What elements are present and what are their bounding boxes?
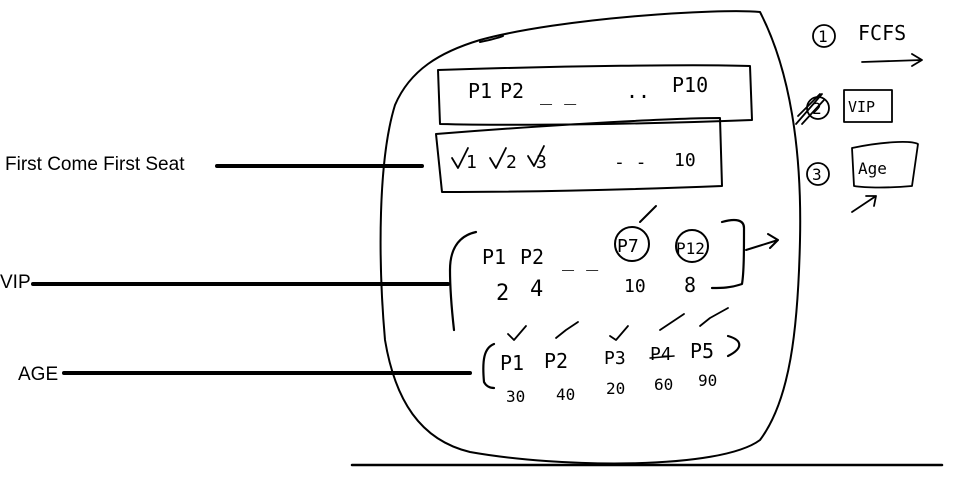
queue-dots: .. bbox=[626, 79, 650, 103]
age-person: P2 bbox=[544, 349, 568, 373]
vip-highlight-circle bbox=[675, 229, 709, 263]
vip-close-bracket bbox=[710, 218, 746, 290]
age-value: 20 bbox=[606, 379, 625, 398]
age-check-mark bbox=[555, 321, 579, 339]
age-value: 40 bbox=[556, 385, 575, 404]
age-person: P1 bbox=[500, 351, 524, 375]
legend-text: Age bbox=[858, 159, 887, 178]
age-value: 30 bbox=[506, 387, 525, 406]
vip-priority: 8 bbox=[684, 273, 696, 297]
legend-number: 1 bbox=[818, 27, 828, 46]
seat-check-mark bbox=[489, 147, 507, 169]
vip-highlight-circle bbox=[614, 226, 650, 262]
age-open-bracket bbox=[482, 342, 496, 390]
fcfs-label: First Come First Seat bbox=[5, 154, 185, 175]
seat-3: 3 bbox=[536, 152, 547, 173]
legend-number: 2 bbox=[812, 99, 822, 118]
age-person: P5 bbox=[690, 339, 714, 363]
age-check-mark bbox=[659, 313, 685, 331]
age-close-bracket bbox=[726, 334, 741, 358]
seat-dashes: - - bbox=[614, 152, 647, 173]
age-underline bbox=[649, 355, 675, 359]
vip-check-mark bbox=[639, 205, 657, 223]
legend-number-circle bbox=[806, 162, 830, 186]
queue-dashes: _ _ bbox=[540, 81, 577, 105]
seat-check-mark bbox=[451, 147, 469, 169]
queue-p10: P10 bbox=[672, 73, 708, 97]
legend-text-box bbox=[851, 141, 919, 189]
seat-1: 1 bbox=[466, 152, 477, 173]
vip-person: P7 bbox=[617, 236, 639, 257]
legend-number-circle bbox=[812, 24, 836, 48]
vip-person: P2 bbox=[520, 245, 544, 269]
age-check-mark bbox=[699, 307, 729, 327]
legend-number-circle bbox=[806, 96, 830, 120]
legend-arrow-icon bbox=[861, 53, 923, 67]
vip-dashes: _ _ bbox=[562, 247, 599, 271]
age-value: 90 bbox=[698, 371, 717, 390]
queue-box bbox=[437, 64, 753, 126]
queue-p2: P2 bbox=[500, 79, 524, 103]
legend-text: VIP bbox=[848, 98, 875, 116]
legend-text-box bbox=[843, 89, 893, 123]
age-label: AGE bbox=[18, 364, 59, 385]
seat-10: 10 bbox=[674, 150, 696, 171]
seat-box bbox=[435, 117, 723, 193]
legend-number: 3 bbox=[812, 165, 822, 184]
age-check-mark bbox=[507, 325, 527, 341]
hall-outline bbox=[379, 10, 802, 465]
vip-arrow-icon bbox=[745, 233, 779, 251]
legend-arrow-icon bbox=[851, 195, 877, 213]
vip-priority: 4 bbox=[530, 277, 543, 302]
legend-text: FCFS bbox=[858, 21, 906, 45]
vip-open-bracket bbox=[448, 230, 478, 332]
vip-person: P12 bbox=[676, 239, 705, 258]
seat-check-mark bbox=[527, 145, 545, 167]
vip-priority: 2 bbox=[496, 281, 509, 306]
queue-p1: P1 bbox=[468, 79, 492, 103]
vip-label: VIP bbox=[0, 272, 31, 293]
vip-person: P1 bbox=[482, 245, 506, 269]
vip-priority: 10 bbox=[624, 276, 646, 297]
hall-outline-tick bbox=[479, 35, 504, 43]
age-person: P3 bbox=[604, 348, 626, 369]
age-value: 60 bbox=[654, 375, 673, 394]
seat-2: 2 bbox=[506, 152, 517, 173]
age-person: P4 bbox=[650, 344, 672, 365]
age-check-mark bbox=[609, 325, 629, 341]
